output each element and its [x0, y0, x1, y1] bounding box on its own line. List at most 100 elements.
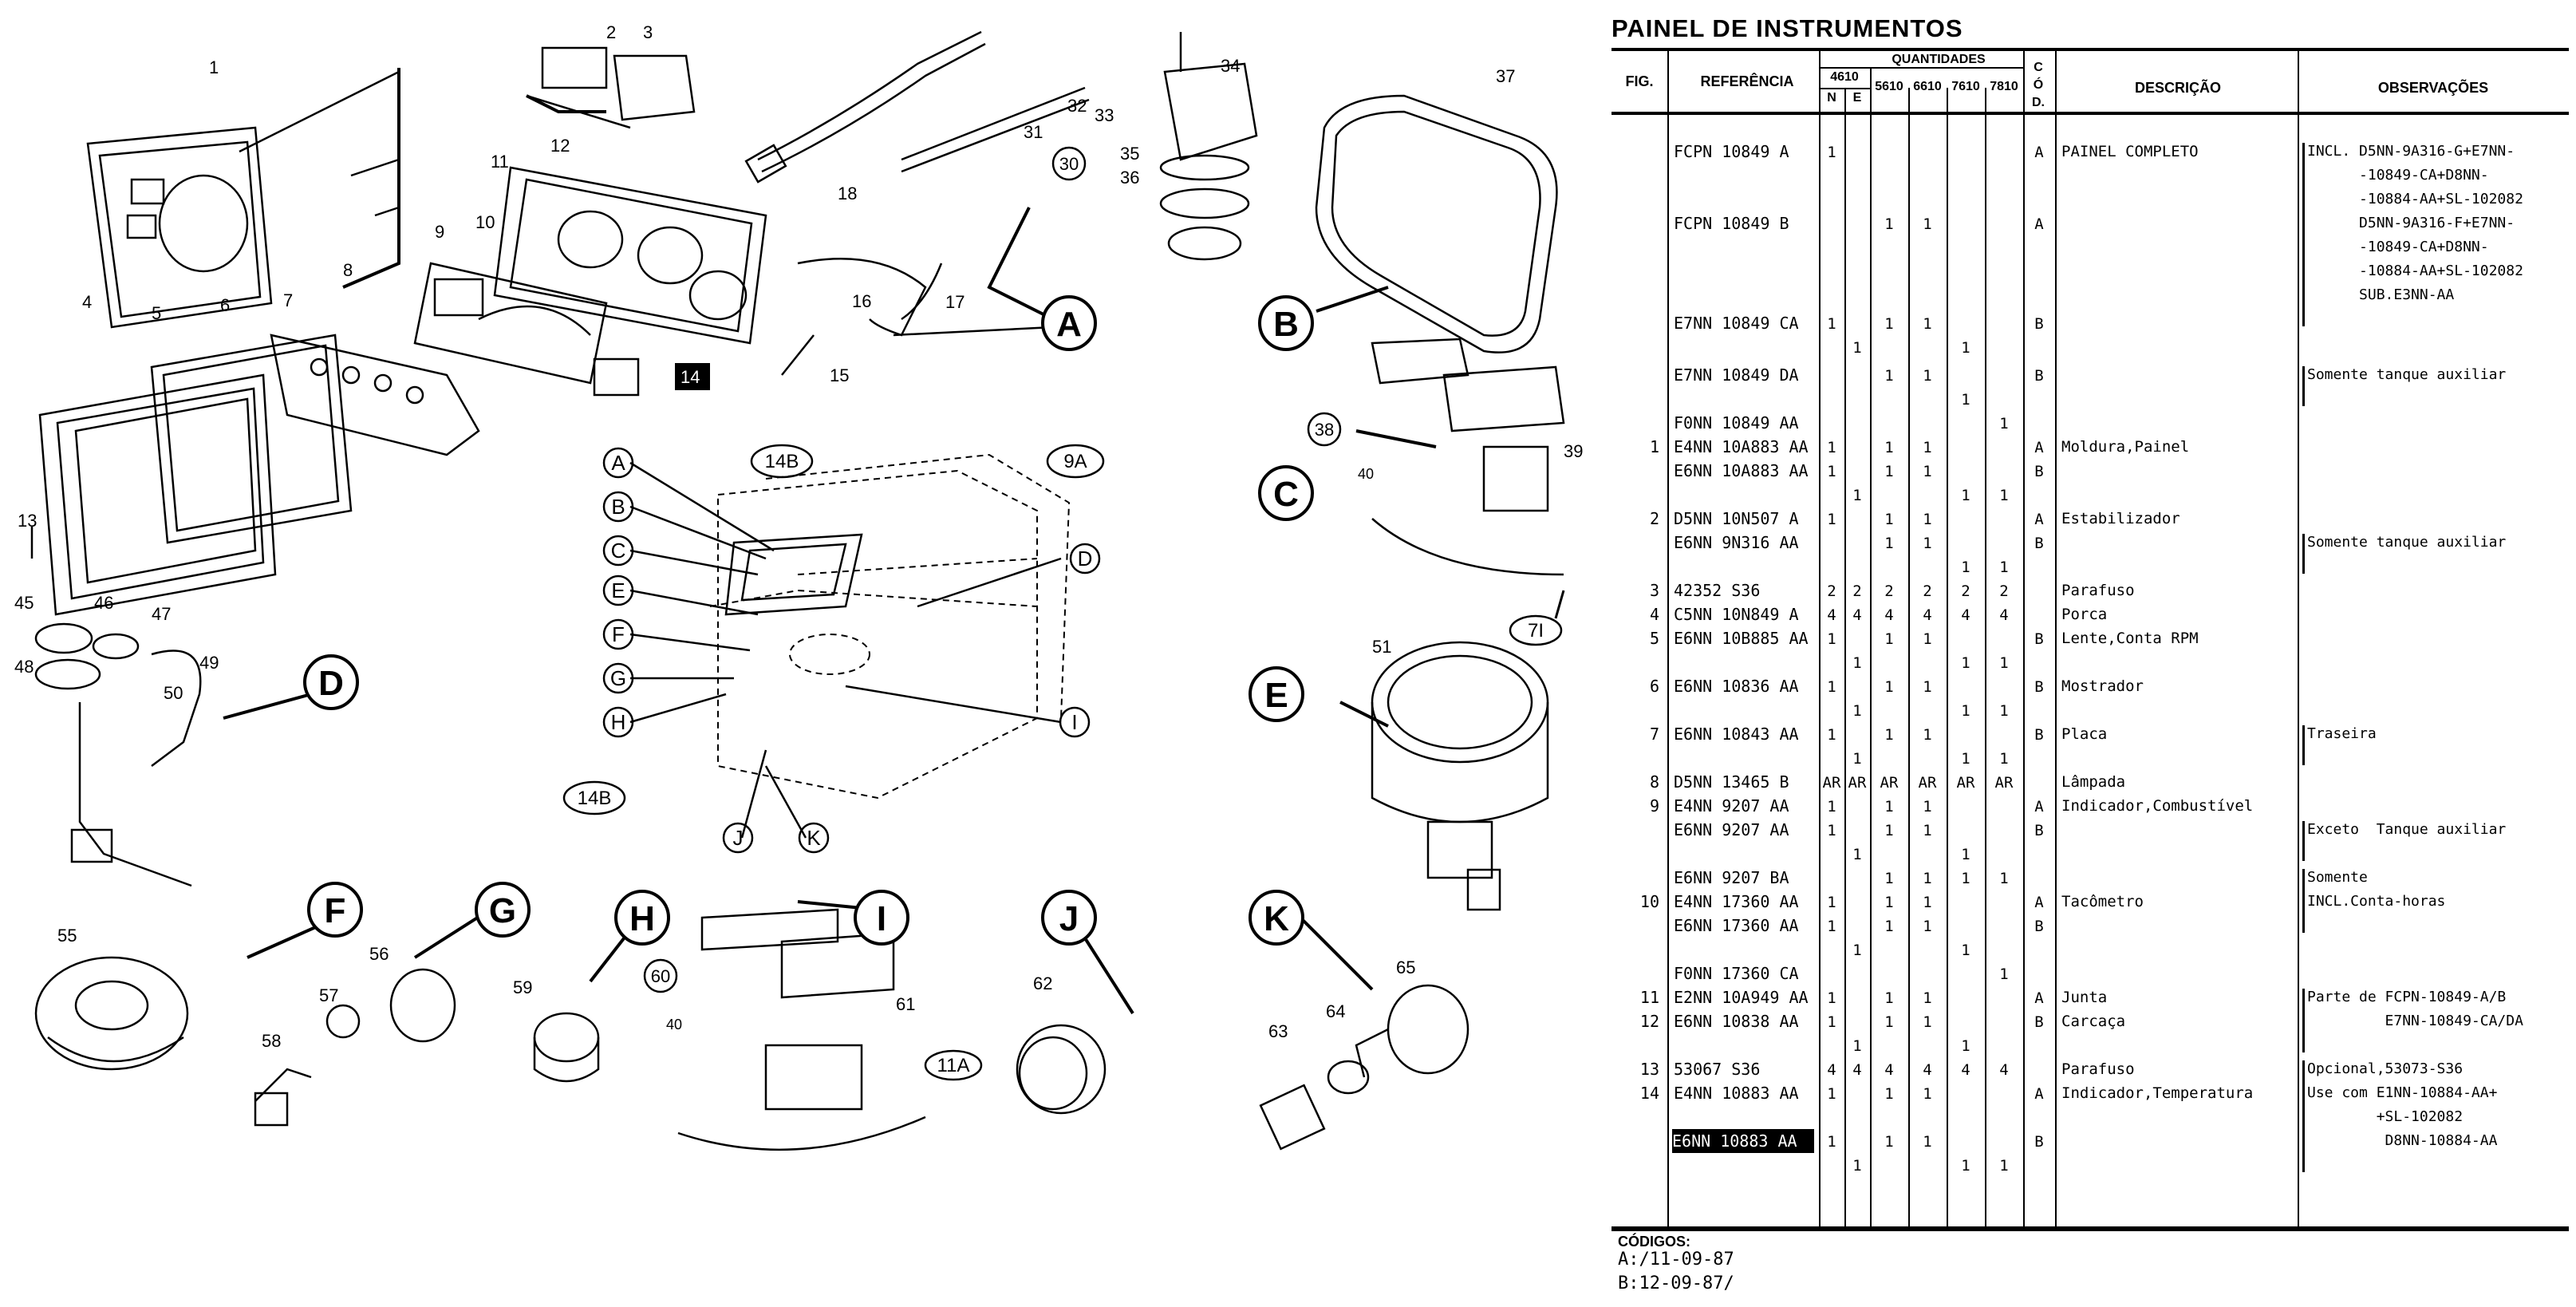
obs-bracket — [2302, 893, 2305, 933]
row-fig: 3 — [1649, 581, 1659, 600]
row-qty: 1 — [1852, 487, 1862, 504]
callout-38: 38 — [1307, 412, 1342, 447]
svg-text:G: G — [610, 666, 626, 690]
row-qty: AR — [1880, 774, 1899, 792]
row-ref: E6NN 10838 AA — [1674, 1012, 1799, 1031]
row-qty: 2 — [1923, 582, 1932, 600]
svg-text:9A: 9A — [1063, 451, 1087, 472]
obs-bracket — [2302, 143, 2305, 231]
row-qty: 1 — [1827, 726, 1836, 744]
header-7610: 7610 — [1951, 80, 1980, 93]
row-cod: B — [2034, 1133, 2044, 1151]
row-fig: 9 — [1649, 796, 1659, 815]
row-desc: Indicador,Temperatura — [2061, 1084, 2254, 1102]
callout-8: 8 — [343, 260, 353, 280]
row-qty: 2 — [1852, 582, 1862, 600]
part-ignition-switch-56 — [254, 968, 456, 1127]
header-7810: 7810 — [1990, 80, 2018, 93]
row-qty: 2 — [1961, 582, 1970, 600]
callout-65: 65 — [1396, 958, 1415, 977]
row-qty: 1 — [1961, 750, 1970, 768]
row-ref: E6NN 9207 AA — [1674, 820, 1789, 839]
row-qty: 1 — [1923, 989, 1932, 1007]
row-qty: 1 — [1999, 702, 2009, 720]
row-qty: 1 — [1884, 870, 1894, 887]
svg-text:C: C — [1273, 475, 1299, 514]
table-top-rule — [1611, 48, 2569, 51]
row-qty: 4 — [1961, 606, 1970, 624]
part-hourmeter-60 — [677, 908, 926, 1151]
row-qty: 1 — [1884, 1133, 1894, 1151]
row-qty: 1 — [1827, 918, 1836, 935]
row-qty: 4 — [1852, 606, 1862, 624]
row-obs: Exceto Tanque auxiliar — [2307, 821, 2507, 838]
row-cod: B — [2034, 463, 2044, 480]
leader-line — [350, 158, 400, 177]
row-qty: 1 — [1923, 1133, 1932, 1151]
leader-line — [987, 207, 1054, 321]
row-fig: 13 — [1639, 1060, 1659, 1079]
obs-bracket — [2302, 725, 2305, 765]
row-qty: 1 — [1999, 415, 2009, 432]
callout-9: 9 — [435, 222, 444, 242]
part-plate-7 — [270, 334, 480, 456]
row-ref: F0NN 10849 AA — [1674, 413, 1799, 432]
callout-57: 57 — [319, 985, 338, 1005]
leader-line — [629, 505, 767, 560]
leader-line — [239, 70, 400, 153]
svg-text:E: E — [1264, 676, 1288, 715]
part-tachometer-10 — [413, 262, 608, 385]
row-fig: 11 — [1639, 988, 1659, 1007]
row-qty: 4 — [1827, 606, 1836, 624]
row-obs: Somente tanque auxiliar — [2307, 534, 2507, 551]
column-rule — [1947, 88, 1948, 1226]
callout-16: 16 — [852, 291, 871, 311]
tank-panel-window — [724, 533, 863, 616]
row-ref: E6NN 10843 AA — [1674, 725, 1799, 744]
row-fig: 1 — [1649, 437, 1659, 456]
row-obs: Traseira — [2307, 725, 2377, 742]
row-qty: 1 — [1923, 678, 1932, 696]
header-fig: FIG. — [1625, 73, 1654, 89]
row-cod: B — [2034, 315, 2044, 333]
callout-12: 12 — [550, 136, 570, 156]
svg-text:I: I — [1071, 710, 1077, 734]
row-qty: 1 — [1923, 535, 1932, 552]
row-cod: B — [2034, 367, 2044, 385]
row-obs: Opcional,53073-S36 — [2307, 1060, 2464, 1077]
row-ref: 53067 S36 — [1674, 1060, 1761, 1079]
leader-line — [764, 765, 807, 839]
callout-11: 11 — [491, 152, 509, 172]
svg-text:H: H — [611, 710, 626, 734]
row-ref: FCPN 10849 B — [1674, 214, 1789, 233]
leader-line — [1316, 286, 1389, 313]
row-desc: Estabilizador — [2061, 510, 2180, 527]
view-circle-C: C — [1258, 465, 1314, 521]
tank-label-E: E — [602, 575, 634, 606]
row-qty: 1 — [1884, 918, 1894, 935]
svg-text:14B: 14B — [765, 451, 799, 472]
svg-text:C: C — [611, 539, 626, 563]
obs-bracket — [2302, 821, 2305, 861]
tank-label-F: F — [602, 618, 634, 650]
row-qty: 1 — [1923, 822, 1932, 839]
callout-4: 4 — [82, 292, 92, 312]
row-qty: 1 — [1884, 535, 1894, 552]
svg-text:14B: 14B — [578, 788, 612, 809]
part-bulb-15 — [781, 334, 815, 376]
callout-47: 47 — [152, 604, 171, 624]
leader-line — [247, 924, 320, 959]
row-qty: 1 — [1884, 798, 1894, 815]
obs-bracket — [2302, 215, 2305, 326]
part-dial-6 — [150, 334, 353, 544]
leader-line — [1075, 924, 1134, 1015]
column-rule — [1908, 88, 1910, 1226]
callout-50: 50 — [164, 683, 183, 703]
bracket-line — [342, 68, 400, 289]
row-qty: 1 — [1999, 487, 2009, 504]
row-obs: D5NN-9A316-F+E7NN- -10849-CA+D8NN- -1088… — [2359, 215, 2523, 303]
callout-61: 61 — [896, 994, 915, 1014]
part-fuel-sender-48 — [34, 622, 202, 887]
code-b: B:12-09-87/ — [1618, 1273, 1734, 1293]
